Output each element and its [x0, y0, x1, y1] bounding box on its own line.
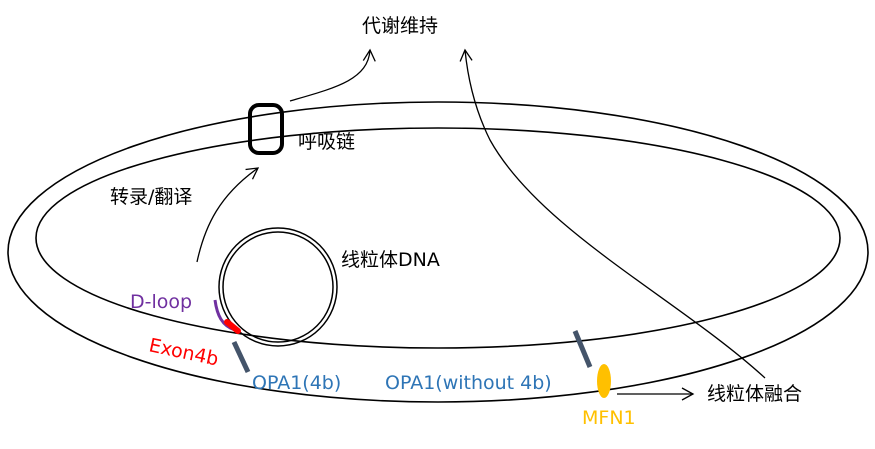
mtdna-label: 线粒体DNA	[341, 249, 440, 271]
mtdna-circle-inner	[222, 231, 334, 343]
mfn1-protein	[597, 364, 611, 398]
respiratory-chain-label: 呼吸链	[298, 131, 355, 153]
mtdna-circle-outer	[218, 227, 338, 347]
transcription-label: 转录/翻译	[110, 186, 192, 208]
opa1-without-label: OPA1(without 4b)	[385, 372, 552, 394]
opa1-4b-label: OPA1(4b)	[252, 372, 341, 394]
fusion-label: 线粒体融合	[707, 383, 802, 405]
respiration-to-metabolism-arrow	[289, 48, 376, 102]
fusion-to-metabolism-arrow	[459, 48, 766, 379]
exon4b-mark	[224, 319, 241, 334]
opa1-4b-bar	[231, 340, 251, 374]
dloop-label: D-loop	[130, 291, 192, 313]
outer-membrane	[7, 101, 869, 403]
metabolism-label: 代谢维持	[362, 15, 438, 37]
opa1-without-bar	[572, 330, 593, 368]
inner-membrane	[35, 127, 841, 349]
respiratory-chain-box	[248, 103, 284, 155]
mfn1-label: MFN1	[582, 407, 636, 429]
transcription-arrow	[196, 167, 260, 263]
